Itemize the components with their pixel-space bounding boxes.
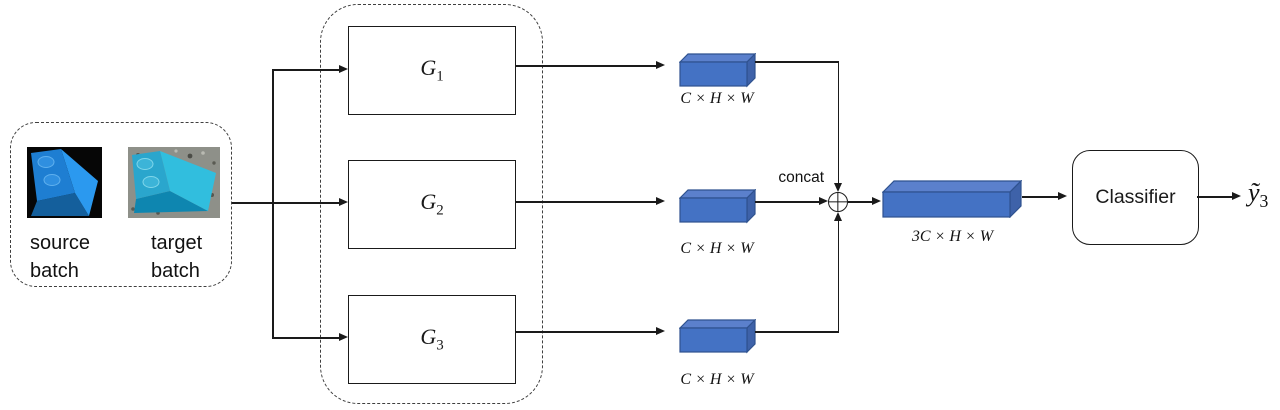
generator-g2-label: G2 — [420, 189, 444, 219]
connector-concat-out — [848, 201, 873, 203]
arrowhead-into-tensor2 — [656, 197, 665, 206]
tensor3-dims-label: C × H × W — [680, 371, 754, 388]
source-batch-image — [27, 147, 102, 218]
source-batch-label-line1: source — [30, 232, 91, 254]
concat-plus-icon — [828, 192, 848, 212]
connector-tensor-to-classifier — [1022, 196, 1059, 198]
tensor-concatenated — [882, 180, 1022, 218]
arrowhead-into-concat-bottom — [833, 212, 842, 221]
arrowhead-into-g1 — [339, 65, 348, 74]
connector-g2-out — [516, 201, 656, 203]
generator-g1-box: G1 — [348, 26, 516, 115]
generator-g3-box: G3 — [348, 295, 516, 384]
arrowhead-output — [1232, 192, 1241, 201]
tensor1-dims-label: C × H × W — [680, 90, 754, 107]
classifier-box: Classifier — [1072, 150, 1199, 245]
big-tensor-dims-label: 3C × H × W — [911, 228, 994, 245]
connector-tensor2-right — [755, 201, 819, 203]
connector-branch-to-g1 — [272, 69, 341, 71]
target-batch-label: target batch — [151, 229, 202, 285]
tensor-g1-output — [679, 53, 756, 88]
target-batch-image — [128, 147, 220, 218]
connector-branch-vertical — [272, 69, 274, 338]
connector-g3-out — [516, 331, 656, 333]
generator-g3-label: G3 — [420, 324, 444, 354]
arrowhead-into-g3 — [339, 333, 348, 342]
generator-group-border — [320, 4, 543, 404]
arrowhead-into-big-tensor — [872, 197, 881, 206]
connector-tensor1-down — [837, 61, 839, 183]
arrowhead-into-g2 — [339, 198, 348, 207]
connector-input-to-g2 — [232, 202, 341, 204]
generator-g1-label: G1 — [420, 55, 444, 85]
source-batch-label: source batch — [30, 229, 90, 285]
classifier-label: Classifier — [1095, 186, 1176, 208]
connector-tensor3-right — [755, 331, 839, 333]
arrowhead-into-tensor3 — [656, 327, 665, 336]
tensor2-dims-label: C × H × W — [680, 240, 754, 257]
output-prediction-label: ỹ3 — [1248, 178, 1269, 212]
generator-g2-box: G2 — [348, 160, 516, 249]
tensor-g3-output — [679, 319, 756, 354]
connector-g1-out — [516, 65, 656, 67]
plus-horizontal-stroke — [829, 201, 847, 203]
input-batch-group-border — [10, 122, 232, 287]
connector-tensor1-right — [755, 61, 839, 63]
target-batch-label-line1: target — [151, 232, 203, 254]
connector-classifier-out — [1197, 196, 1233, 198]
arrowhead-into-concat-top — [833, 183, 842, 192]
arrowhead-into-classifier — [1058, 192, 1067, 201]
connector-branch-to-g3 — [272, 337, 341, 339]
arrowhead-into-concat-left — [819, 197, 828, 206]
target-batch-label-line2: batch — [151, 260, 200, 282]
arrowhead-into-tensor1 — [656, 61, 665, 70]
connector-tensor3-up — [837, 221, 839, 332]
concat-label: concat — [778, 169, 824, 186]
tensor-g2-output — [679, 189, 756, 224]
source-batch-label-line2: batch — [30, 260, 79, 282]
